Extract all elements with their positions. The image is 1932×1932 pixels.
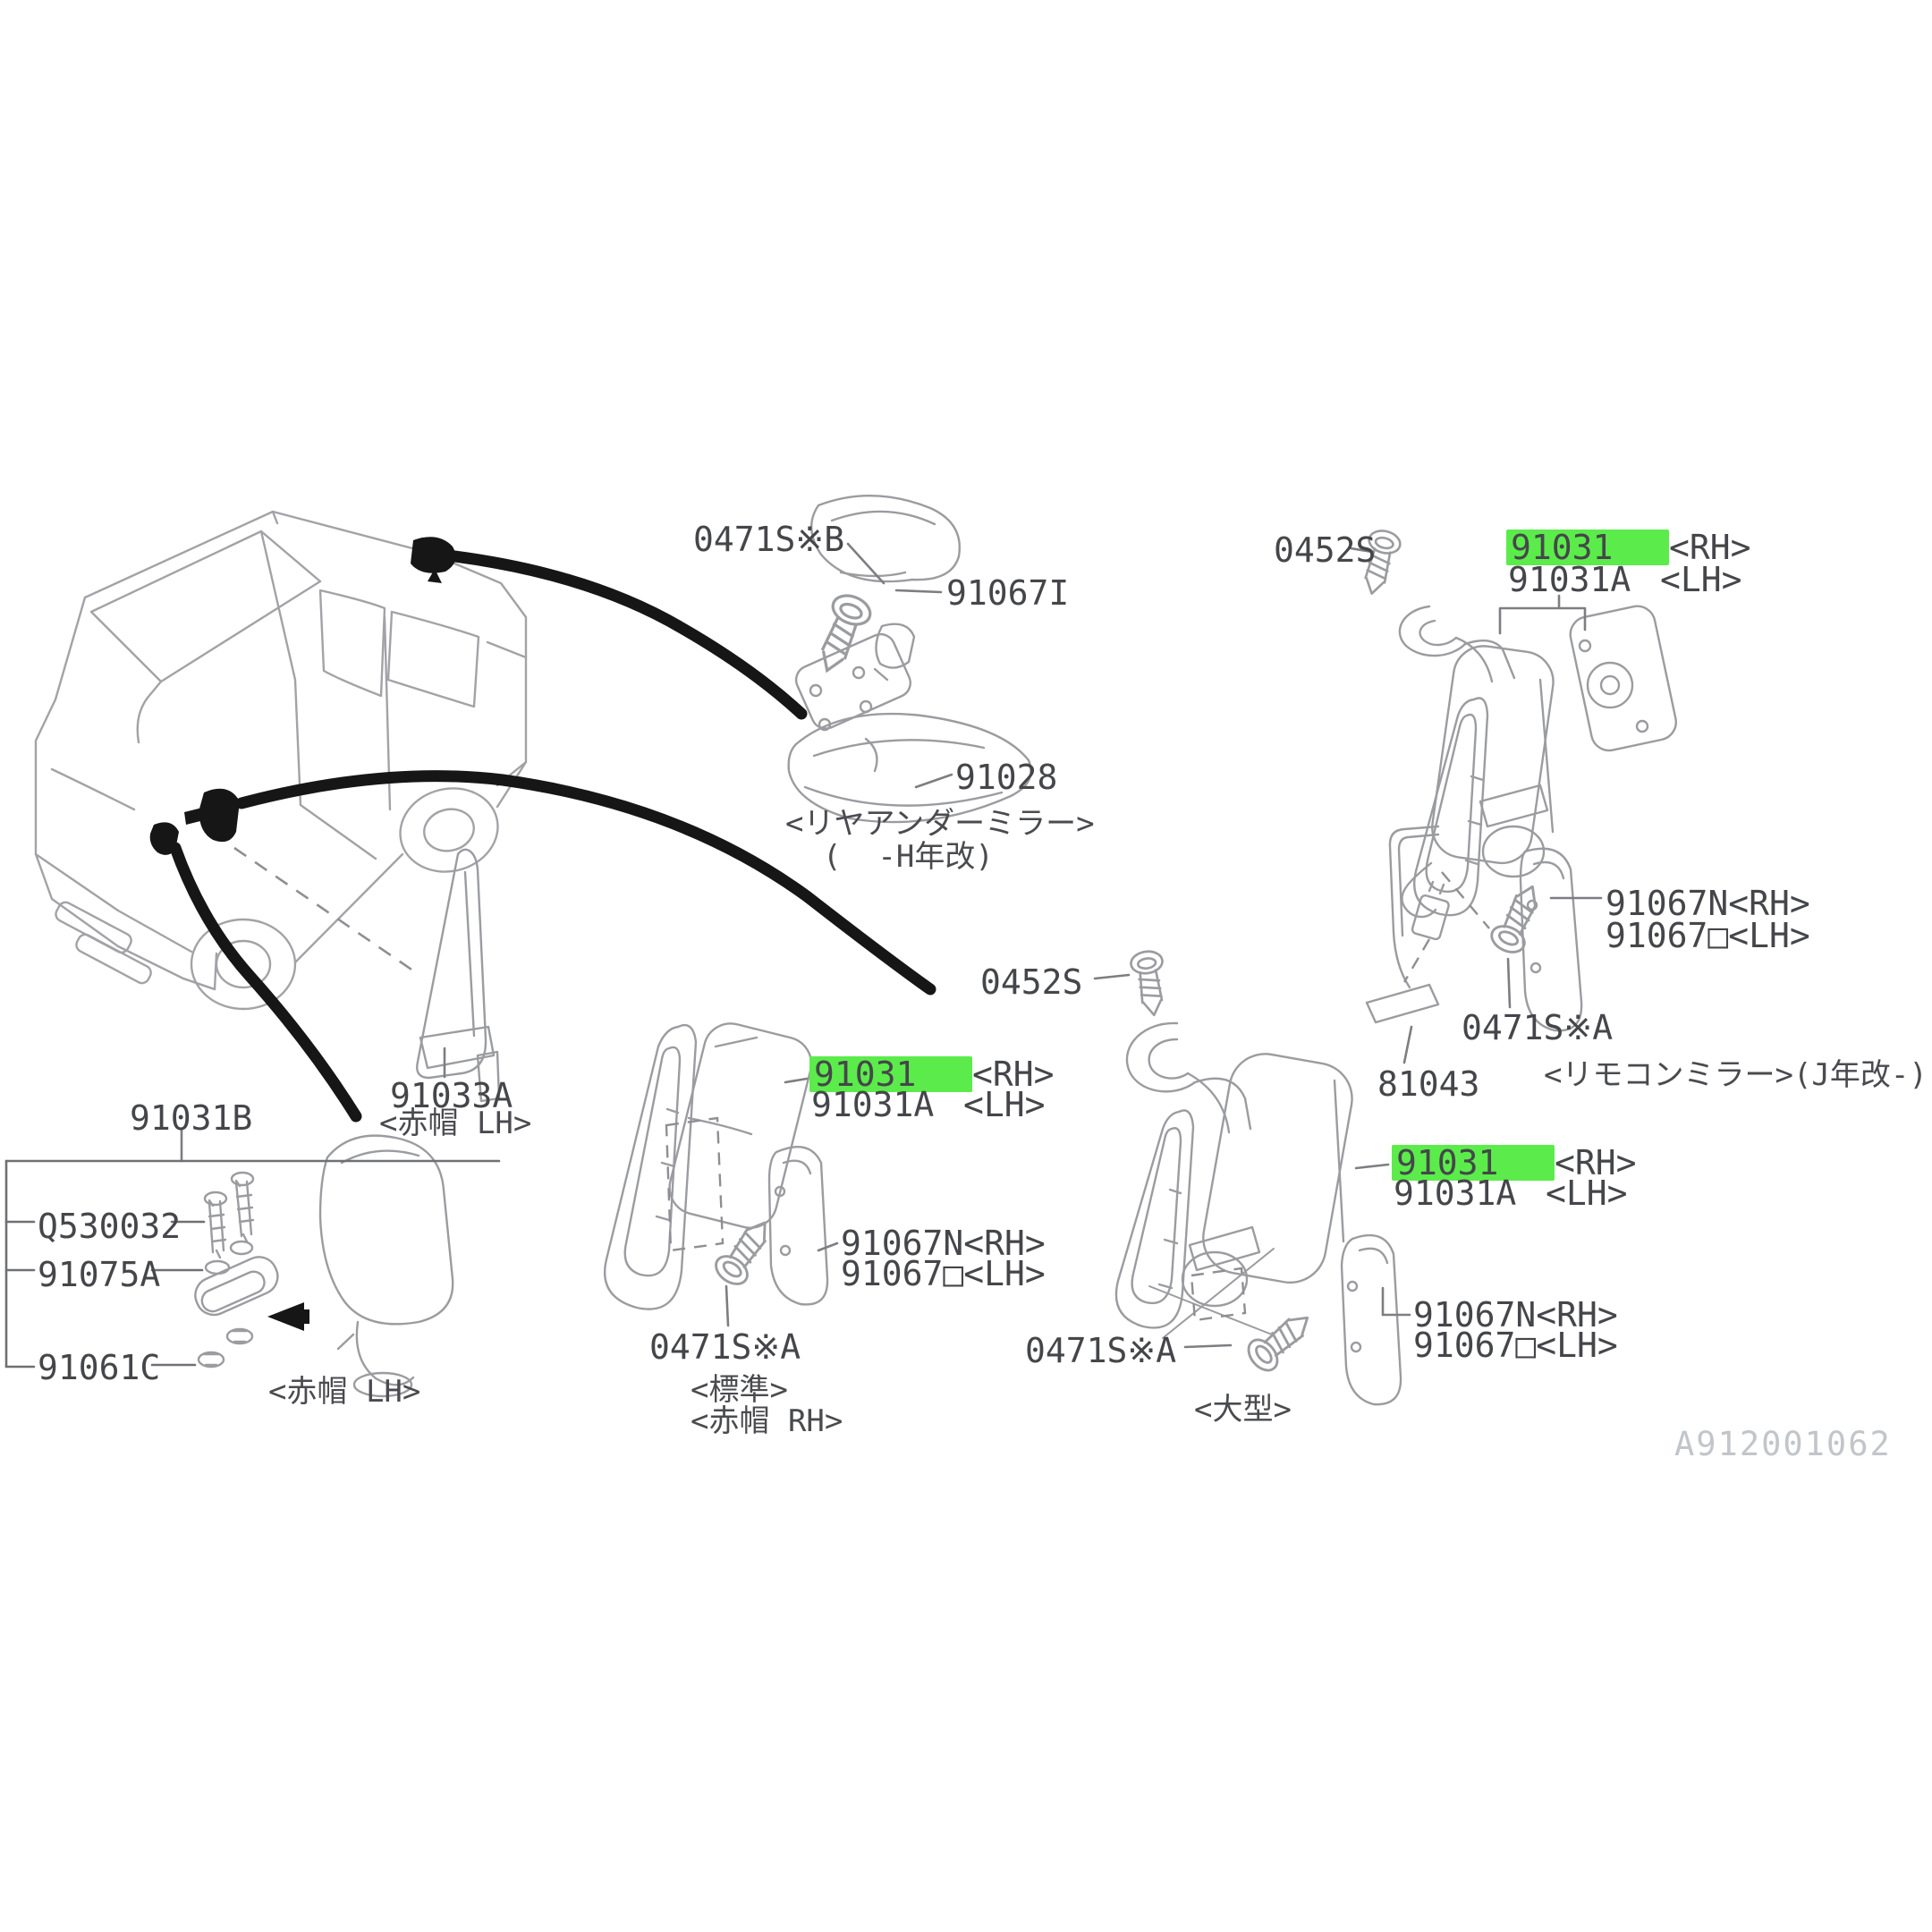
part-0471SA-large: 0471S※A [1025, 1331, 1177, 1370]
part-91067N-center: 91067N<RH> [841, 1224, 1046, 1263]
caption-rear-under-mirror-year: ( -H年改) [823, 839, 994, 875]
part-91031B: 91031B [130, 1098, 253, 1138]
van-mirrors-black [149, 537, 456, 855]
swoosh-roof-mirror [448, 550, 808, 720]
part-91033A: 91033A [390, 1076, 513, 1115]
standard-mirror-dashed [665, 1116, 724, 1252]
drawing-number: A912001062 [1674, 1425, 1892, 1463]
part-0471SB: 0471S※B [693, 520, 845, 559]
part-91067I: 91067I [946, 573, 1070, 613]
part-0471SA-right: 0471S※A [1462, 1008, 1614, 1047]
swoosh-corner-mirror [169, 842, 362, 1123]
rear-under-mirror-drawing [787, 495, 1032, 824]
caption-rear-under-mirror: <リヤアンダーミラー> [785, 806, 1095, 842]
part-91067-large-LH: 91067□<LH> [1413, 1326, 1618, 1365]
caption-remote-mirror: <リモコンミラー>(J年改-) [1544, 1057, 1928, 1093]
part-91031-center: 91031<RH> [809, 1056, 1055, 1092]
part-91067N-right: 91067N<RH> [1606, 884, 1810, 923]
akabou-arrow [267, 1302, 309, 1331]
detail-box-lines [4, 1159, 501, 1368]
part-0452S-right: 0452S [1274, 530, 1377, 570]
large-mirror-dashed [1190, 1267, 1247, 1322]
van-leader-dashed [233, 846, 418, 975]
part-91067-right-LH: 91067□<LH> [1606, 916, 1810, 955]
part-91067N-large: 91067N<RH> [1413, 1295, 1618, 1335]
part-91031-large: 91031<RH> [1392, 1145, 1637, 1181]
swoosh-arrows [169, 550, 936, 1123]
caption-akabou-rh: <赤帽 RH> [691, 1403, 843, 1439]
part-0452S-center: 0452S [980, 962, 1083, 1002]
remote-mirror-dashed [1402, 871, 1490, 983]
swoosh-door-mirror [235, 770, 936, 996]
part-81043: 81043 [1377, 1064, 1480, 1104]
part-91031-right: 91031<RH> [1506, 530, 1751, 565]
akabou-detail-drawing [194, 1134, 454, 1398]
part-91031A-center: 91031A<LH> [811, 1085, 1046, 1124]
caption-akabou-lh-top: <赤帽 LH> [379, 1106, 532, 1141]
corner-mirror-drawing [416, 848, 501, 1103]
standard-mirror-drawing [604, 1022, 829, 1310]
part-91031A-large: 91031A<LH> [1394, 1174, 1628, 1213]
part-91067-center-LH: 91067□<LH> [841, 1254, 1046, 1293]
van-illustration [34, 510, 528, 1011]
caption-standard: <標準> [691, 1372, 788, 1408]
caption-large: <大型> [1194, 1392, 1292, 1428]
large-mirror-drawing [1114, 948, 1402, 1406]
remote-mirror-drawing [1355, 526, 1677, 1032]
part-91061C: 91061C [38, 1348, 161, 1387]
part-Q530032: Q530032 [38, 1207, 182, 1246]
part-91075A: 91075A [38, 1255, 161, 1294]
part-91028: 91028 [955, 758, 1058, 797]
part-0471SA-center: 0471S※A [649, 1327, 801, 1367]
part-91031A-right: 91031A<LH> [1508, 560, 1742, 599]
caption-akabou-lh-bottom: <赤帽 LH> [268, 1374, 421, 1410]
leader-lines [180, 542, 1603, 1349]
